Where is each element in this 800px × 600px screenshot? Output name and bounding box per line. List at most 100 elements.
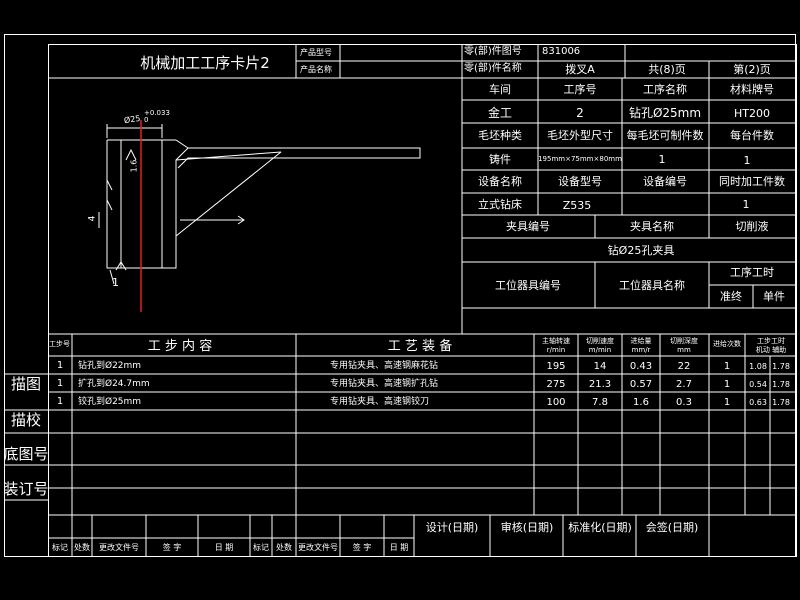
footer-sign-1: 签 字: [162, 543, 182, 552]
footer-date-1: 日 期: [214, 543, 234, 552]
feed-header: 进给量 mm/r: [630, 337, 652, 354]
part-drawing: [98, 124, 421, 285]
step-no: 1: [56, 378, 64, 389]
workshop-label: 车间: [489, 83, 511, 96]
step-content: 扩孔到Ø24.7mm: [78, 379, 150, 389]
spindle-speed-header: 主轴转速 r/min: [542, 337, 570, 354]
step-speed: 275: [546, 379, 566, 390]
step-speed: 195: [546, 361, 566, 372]
workshop-value: 金工: [487, 106, 513, 120]
step-t-aux: 1.78: [772, 398, 790, 407]
time-header: 工步工时 机动 辅助: [755, 337, 787, 354]
side-label-binding-no: 装订号: [3, 480, 49, 498]
blank-type-value: 铸件: [489, 153, 511, 166]
step-vc: 14: [593, 361, 607, 372]
unit-time-label: 单件: [763, 290, 785, 303]
coolant-label: 切削液: [735, 220, 769, 233]
op-name-label: 工序名称: [643, 83, 687, 96]
op-time-label: 工序工时: [730, 266, 774, 279]
op-no-value: 2: [576, 106, 584, 120]
side-label-trace: 描图: [10, 375, 42, 393]
part-no-label: 零(部)件图号: [464, 46, 522, 57]
step-no-header: 工步号: [49, 340, 70, 348]
concurrent-label: 同时加工件数: [719, 175, 785, 188]
step-t-machine: 0.54: [749, 380, 767, 389]
op-name-value: 钻孔Ø25mm: [628, 106, 702, 120]
blank-type-label: 毛坯种类: [478, 129, 522, 142]
standard-time-label: 准终: [720, 290, 742, 303]
step-no: 1: [56, 360, 64, 371]
footer-countersign: 会签(日期): [645, 521, 699, 534]
footer-mark-1: 标记: [52, 543, 68, 552]
step-feed: 1.6: [633, 397, 649, 408]
footer-review: 审核(日期): [500, 521, 554, 534]
per-blank-label: 每毛坯可制件数: [626, 129, 704, 142]
equip-no-label: 设备编号: [643, 175, 687, 188]
equipment-header: 工 艺 装 备: [387, 339, 453, 354]
step-vc: 21.3: [588, 379, 612, 390]
material-value: HT200: [734, 107, 770, 120]
step-passes: 1: [723, 379, 731, 390]
product-name-label: 产品名称: [300, 65, 332, 74]
equip-name-label: 设备名称: [478, 175, 522, 188]
cut-speed-header: 切削速度 m/min: [586, 337, 614, 354]
side-label-base-drawing-no: 底图号: [3, 445, 49, 463]
step-content: 钻孔到Ø22mm: [78, 361, 142, 371]
step-equipment: 专用钻夹具、高速钢麻花钻: [330, 361, 439, 371]
passes-header: 进给次数: [713, 340, 741, 348]
side-label-trace-check: 描校: [10, 411, 42, 429]
equip-model-label: 设备型号: [558, 175, 602, 188]
step-t-machine: 0.63: [749, 398, 767, 407]
per-unit-value: 1: [743, 154, 751, 167]
station-tool-name-label: 工位器具名称: [619, 279, 685, 292]
step-passes: 1: [723, 397, 731, 408]
equip-model-value: Z535: [562, 199, 592, 212]
footer-standardize: 标准化(日期): [568, 521, 632, 534]
dim-roughness: 1.6: [129, 159, 139, 173]
per-unit-label: 每台件数: [730, 129, 774, 142]
product-model-label: 产品型号: [300, 48, 332, 57]
dim-side: 4: [87, 215, 98, 222]
step-equipment: 专用钻夹具、高速钢铰刀: [330, 397, 430, 407]
step-equipment: 专用钻夹具、高速钢扩孔钻: [330, 379, 439, 389]
blank-size-label: 毛坯外型尺寸: [547, 129, 613, 142]
equip-name-value: 立式钻床: [478, 198, 522, 211]
op-no-label: 工序号: [563, 83, 597, 96]
blank-size-value: 195mm×75mm×80mm: [538, 155, 622, 163]
part-name-value: 拨叉A: [565, 63, 595, 76]
part-name-label: 零(部)件名称: [464, 63, 522, 74]
step-feed: 0.43: [629, 361, 653, 372]
step-t-machine: 1.08: [749, 362, 767, 371]
footer-count-1: 处数: [74, 543, 90, 552]
content-header: 工 步 内 容: [147, 339, 213, 354]
step-vc: 7.8: [592, 397, 608, 408]
step-depth: 0.3: [676, 397, 692, 408]
step-speed: 100: [546, 397, 566, 408]
step-t-aux: 1.78: [772, 380, 790, 389]
page-no: 第(2)页: [733, 63, 771, 76]
mark-1: 1: [112, 276, 119, 289]
step-t-aux: 1.78: [772, 362, 790, 371]
depth-header: 切削深度 mm: [670, 337, 698, 354]
footer-design: 设计(日期): [425, 521, 479, 534]
step-content: 铰孔到Ø25mm: [78, 397, 142, 407]
station-tool-no-label: 工位器具编号: [495, 279, 561, 292]
step-feed: 0.57: [629, 379, 653, 390]
dim-tolerance: +0.033 0: [144, 109, 170, 124]
footer-change-doc-1: 更改文件号: [99, 543, 139, 552]
concurrent-value: 1: [742, 198, 750, 211]
fixture-name-value: 钻Ø25孔夹具: [607, 244, 675, 257]
card-title: 机械加工工序卡片2: [140, 54, 270, 72]
per-blank-value: 1: [658, 153, 666, 166]
footer-mark-2: 标记: [253, 543, 269, 552]
total-pages: 共(8)页: [648, 63, 686, 76]
footer-date-2: 日 期: [389, 543, 409, 552]
material-label: 材料牌号: [730, 83, 774, 96]
step-depth: 22: [677, 361, 691, 372]
fixture-name-label: 夹具名称: [630, 220, 674, 233]
part-no-value: 831006: [542, 46, 581, 57]
step-no: 1: [56, 396, 64, 407]
fixture-no-label: 夹具编号: [506, 220, 550, 233]
footer-count-2: 处数: [276, 543, 292, 552]
